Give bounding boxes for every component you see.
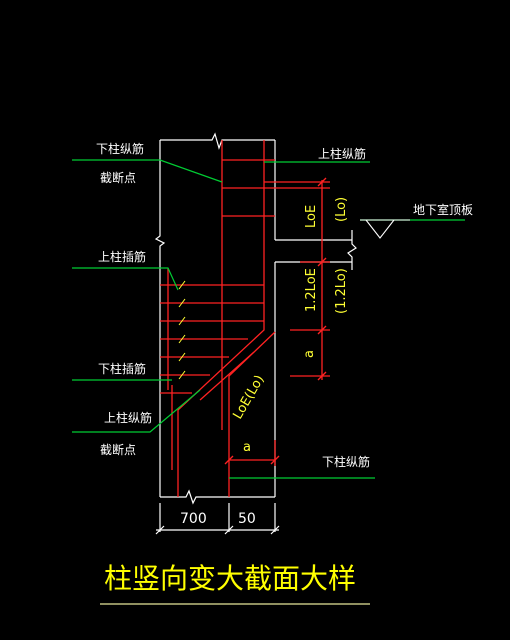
- column-bottom-break-line: [160, 489, 275, 505]
- label-upper-bar-cut-1: 上柱纵筋: [104, 410, 152, 425]
- label-upper-dowel: 上柱插筋: [98, 249, 146, 264]
- dim-tick-a-left: [224, 455, 234, 465]
- dim-text-a-horizontal: a: [243, 440, 251, 455]
- label-lower-bar-cut-1: 下柱纵筋: [96, 141, 144, 156]
- slab-level-triangle: [365, 219, 395, 239]
- dim-text-loe-12: 1.2LoE: [304, 268, 319, 312]
- slab-level-symbol: [360, 219, 410, 239]
- dim-tick-mid: [224, 525, 234, 535]
- dowel-tick-6: [178, 370, 186, 380]
- dim-text-loe-lo-slanted: LoE(Lo): [230, 373, 267, 422]
- dimension-texts: LoE (Lo) 1.2LoE (1.2Lo) a LoE(Lo) a: [230, 197, 349, 455]
- dowel-tick-5: [178, 352, 186, 362]
- label-lower-bar-cut-2: 截断点: [100, 170, 136, 185]
- dim-text-loe: LoE: [304, 205, 319, 228]
- dowel-tick-marks: [178, 280, 186, 380]
- dowel-tick-4: [178, 334, 186, 344]
- leader-upper-bar-cut: [72, 389, 201, 433]
- dim-tick-loe-a: [317, 325, 327, 335]
- dowel-tick-2: [178, 298, 186, 308]
- column-left-face: [154, 140, 166, 497]
- lower-column-cranked-bar: [177, 262, 265, 497]
- label-upper-bar-cut-2: 截断点: [100, 442, 136, 457]
- dim-text-lo: (Lo): [334, 197, 349, 222]
- lower-column-bar-right: [228, 331, 276, 497]
- leader-lines: [72, 159, 465, 479]
- dowel-tick-3: [178, 316, 186, 326]
- label-lower-dowel: 下柱插筋: [98, 361, 146, 376]
- dowel-tick-1: [178, 280, 186, 290]
- dim-tick-loe-bottom: [317, 371, 327, 381]
- dim-tick-right: [270, 525, 280, 535]
- label-upper-main-bar: 上柱纵筋: [318, 146, 366, 161]
- dim-text-700: 700: [180, 511, 207, 527]
- dim-text-a-vertical: a: [302, 350, 317, 358]
- column-top-break-line: [160, 132, 275, 150]
- column-outline: [154, 132, 357, 535]
- dim-tick-loe-top: [317, 177, 327, 187]
- leader-upper-dowel: [72, 267, 179, 291]
- annotation-labels: 下柱纵筋 截断点 上柱纵筋 地下室顶板 上柱插筋 下柱插筋 上柱纵筋 截断点 下…: [96, 141, 473, 469]
- dim-tick-loe-slab: [317, 257, 327, 267]
- slab-break-mark: [347, 230, 357, 270]
- label-basement-slab: 地下室顶板: [413, 202, 473, 217]
- dim-tick-left: [155, 525, 165, 535]
- dim-text-lo-12: (1.2Lo): [334, 268, 349, 314]
- dim-line-slanted: [199, 351, 255, 401]
- dim-text-50: 50: [238, 511, 256, 527]
- label-lower-main-bar: 下柱纵筋: [322, 454, 370, 469]
- drawing-title: 柱竖向变大截面大样: [104, 562, 356, 595]
- rebar-group: [160, 140, 330, 497]
- leader-lower-bar-cut-top: [72, 159, 223, 183]
